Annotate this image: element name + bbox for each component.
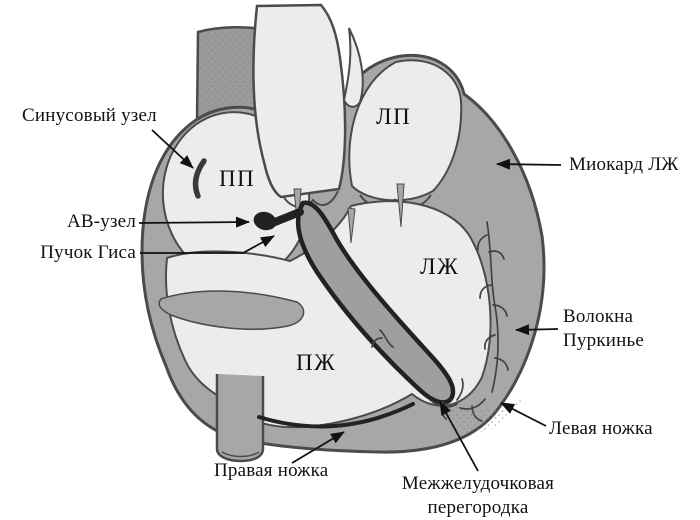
label-sinus-node: Синусовый узел (22, 105, 157, 126)
label-right-atrium: ПП (219, 166, 256, 191)
arrow-purkinje-fibers (515, 324, 559, 336)
callout-arrows (138, 129, 562, 472)
arrow-av-node (138, 216, 250, 228)
label-left-ventricle: ЛЖ (420, 254, 460, 279)
label-right-branch: Правая ножка (214, 460, 329, 481)
label-septum: Межжелудочковая перегородка (401, 473, 555, 518)
label-av-node: АВ-узел (66, 211, 136, 232)
his-bundle-shape (266, 208, 304, 228)
tricuspid-valve (158, 290, 305, 330)
arrow-his-bundle (140, 235, 275, 254)
label-his-bundle: Пучок Гиса (40, 242, 136, 263)
aortic-valve-cusps (282, 190, 339, 208)
apex-stipple (443, 398, 522, 433)
inferior-vena-cava (215, 374, 265, 463)
label-lv-myocardium: Миокард ЛЖ (569, 154, 679, 175)
arrow-right-branch (291, 431, 345, 464)
arrow-septum (439, 401, 479, 472)
label-purkinje-fibers: Волокна Пуркинье (563, 306, 644, 351)
arrow-left-branch (500, 402, 547, 427)
label-left-atrium: ЛП (376, 104, 412, 129)
label-right-ventricle: ПЖ (296, 350, 337, 375)
purkinje-fibers-lines (371, 221, 509, 422)
sinus-node-shape (192, 158, 207, 199)
aorta (252, 3, 347, 208)
arrow-sinus-node (151, 129, 194, 169)
pulmonary-vessel (342, 27, 364, 108)
arrow-lv-myocardium (496, 158, 562, 170)
interventricular-septum (295, 200, 456, 405)
right-bundle-branch-line (257, 402, 415, 429)
av-node-shape (253, 208, 304, 231)
label-left-branch: Левая ножка (549, 418, 653, 439)
